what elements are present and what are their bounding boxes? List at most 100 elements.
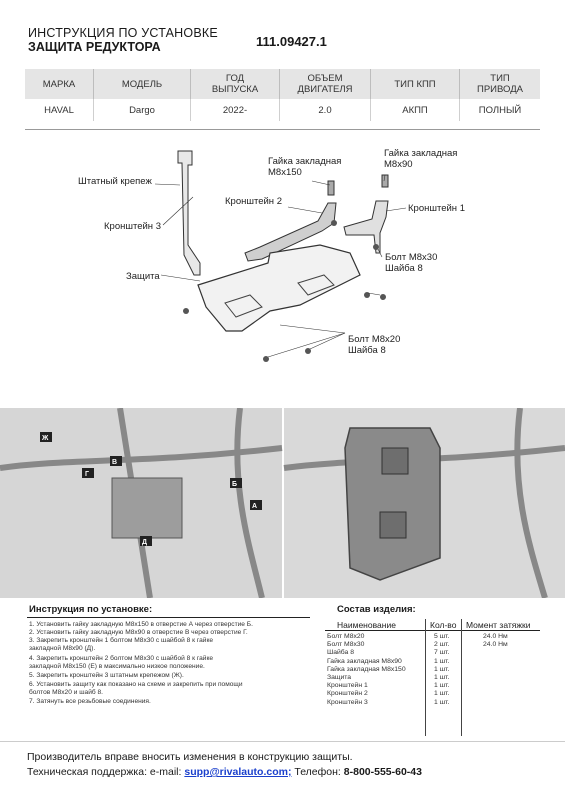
footer-disclaimer: Производитель вправе вносить изменения в… (27, 751, 353, 763)
parts-torque-cell: 24.0 Нм (483, 641, 508, 649)
installed-protection (344, 427, 441, 581)
parts-qty-cell: 1 шт. (434, 690, 450, 698)
instructions-underline (27, 617, 310, 618)
parts-qty-cell: 1 шт. (434, 657, 450, 665)
article-number: 111.09427.1 (256, 34, 327, 49)
photo-letter: Б (232, 481, 238, 488)
parts-name-cell: Защита (327, 674, 352, 681)
marker-d (140, 536, 152, 546)
spec-value: 2.0 (279, 99, 371, 121)
installation-photos (0, 408, 565, 598)
parts-col-divider (461, 619, 462, 736)
instruction-line: 6. Установить защиту как показано на схе… (29, 681, 243, 688)
bracket2-part (244, 202, 337, 262)
label-bracket3: Кронштейн 3 (104, 221, 161, 232)
instruction-title: ИНСТРУКЦИЯ ПО УСТАНОВКЕ (28, 26, 218, 40)
label-protection: Защита (126, 271, 160, 282)
parts-header-torque: Момент затяжки (466, 620, 531, 630)
instruction-line: болтов М8х20 и шайб 8. (29, 689, 103, 696)
phone-label: Телефон: (291, 766, 344, 778)
spec-header-text: МОДЕЛЬ (121, 78, 163, 90)
spec-value: 2022- (190, 99, 280, 121)
nut-m8x150-part (327, 180, 335, 196)
instructions-title: Инструкция по установке: (29, 604, 153, 615)
label-bracket2: Кронштейн 2 (225, 196, 282, 207)
spec-value: Dargo (93, 99, 191, 121)
differential-housing (111, 477, 183, 539)
parts-name-cell: Болт М8х20 (327, 633, 365, 640)
parts-name-cell: Гайка закладная М8х90 (327, 657, 402, 665)
spec-header: МОДЕЛЬ (93, 69, 191, 99)
instruction-line: 1. Установить гайку закладную М8х150 в о… (29, 621, 253, 628)
marker-v (110, 456, 122, 466)
table-divider (25, 129, 540, 130)
plate-cutout (297, 274, 335, 296)
parts-qty-cell: 2 шт. (434, 641, 450, 649)
plate-window (379, 511, 407, 539)
spec-value-row: HAVAL Dargo 2022- 2.0 АКПП ПОЛНЫЙ (25, 99, 540, 121)
protection-plate (197, 244, 361, 332)
marker-zh (40, 432, 52, 442)
spec-header: ТИП КПП (370, 69, 460, 99)
instruction-line: 2. Установить гайку закладную М8х90 в от… (29, 629, 248, 636)
bolt-set (183, 220, 386, 362)
footer-divider (0, 741, 565, 742)
bracket1-part (343, 200, 389, 254)
parts-header-qty: Кол-во (430, 620, 457, 630)
spec-value: АКПП (370, 99, 460, 121)
parts-qty-cell: 1 шт. (434, 665, 450, 673)
parts-qty-cell: 1 шт. (434, 674, 450, 681)
spec-header-text: МАРКА (42, 78, 76, 90)
parts-name-cell: Гайка закладная М8х150 (327, 665, 406, 673)
support-phone: 8-800-555-60-43 (343, 766, 422, 778)
assembly-diagram (154, 150, 407, 362)
leader-lines (154, 174, 407, 358)
instruction-line: 4. Закрепить кронштейн 2 болтом М8х30 с … (29, 655, 214, 662)
instruction-line: 7. Затянуть все резьбовые соединения. (29, 698, 151, 705)
marker-b (230, 478, 242, 488)
label-bracket1: Кронштейн 1 (408, 203, 465, 214)
spec-header: МАРКА (25, 69, 94, 99)
parts-name-cell: Кронштейн 1 (327, 682, 368, 690)
photo-letter: Г (85, 471, 89, 478)
parts-qty-cell: 7 шт. (434, 649, 450, 657)
parts-name-cell: Шайба 8 (327, 649, 354, 657)
support-label: Техническая поддержка: e-mail: (27, 766, 185, 778)
parts-header-underline (325, 630, 540, 631)
spec-value: ПОЛНЫЙ (459, 99, 540, 121)
parts-header-name: Наименование (337, 620, 396, 630)
bracket3-part (177, 150, 201, 276)
photo-letter: Ж (42, 435, 49, 442)
parts-torque-cell: 24.0 Нм (483, 633, 508, 640)
marker-a (250, 500, 262, 510)
instruction-line: 5. Закрепить кронштейн 3 штатным крепежо… (29, 672, 184, 679)
plate-window (381, 447, 409, 475)
instruction-line: закладной М8х150 (Е) в максимально низко… (29, 663, 205, 670)
support-email-link[interactable]: supp@rivalauto.com; (184, 766, 292, 778)
parts-qty-cell: 1 шт. (434, 698, 450, 706)
photo-letter: Д (142, 539, 147, 546)
parts-col-divider (425, 619, 426, 736)
spec-header-text: ТИП КПП (394, 78, 436, 90)
parts-name-cell: Кронштейн 3 (327, 698, 368, 706)
parts-qty-cell: 5 шт. (434, 633, 450, 640)
parts-name-cell: Кронштейн 2 (327, 690, 368, 698)
instruction-line: 3. Закрепить кронштейн 1 болтом М8х30 с … (29, 637, 214, 644)
photo-letter: В (112, 459, 118, 466)
spec-value: HAVAL (44, 104, 74, 116)
parts-title: Состав изделия: (337, 604, 416, 615)
parts-name-cell: Болт М8х30 (327, 641, 365, 649)
label-std-fastener: Штатный крепеж (78, 176, 152, 187)
parts-qty-cell: 1 шт. (434, 682, 450, 690)
instruction-line: закладной М8х90 (Д). (29, 645, 96, 652)
